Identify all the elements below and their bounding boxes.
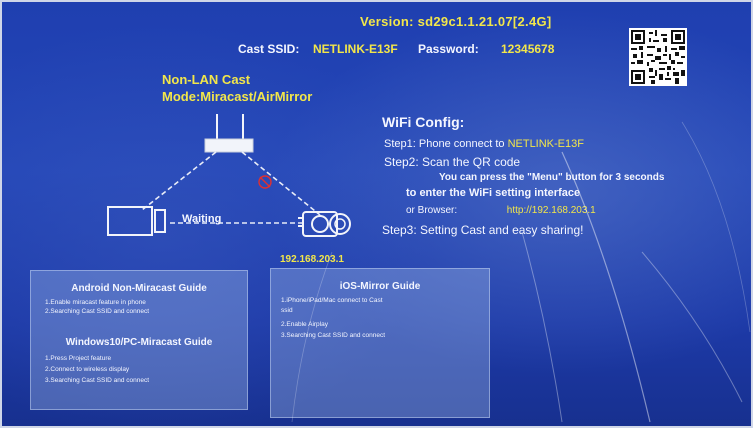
browser-url[interactable]: http://192.168.203.1	[506, 205, 596, 216]
android-guide-line: 1.Enable miracast feature in phone	[45, 299, 146, 306]
password-value: 12345678	[501, 42, 555, 56]
browser-line: or Browser: http://192.168.203.1	[406, 205, 596, 216]
cast-ssid-label: Cast SSID:	[238, 42, 300, 56]
browser-label: or Browser:	[406, 205, 458, 216]
android-guide-title: Android Non-Miracast Guide	[71, 283, 207, 294]
wifi-config-title: WiFi Config:	[382, 114, 465, 130]
ios-guide-line: ssid	[281, 307, 293, 314]
ios-guide-panel: iOS-Mirror Guide 1.iPhone/iPad/Mac conne…	[270, 268, 490, 418]
password-label: Password:	[418, 42, 479, 56]
step1-ssid: NETLINK-E13F	[507, 138, 584, 150]
windows-guide-line: 2.Connect to wireless display	[45, 366, 130, 373]
ios-guide-line: 1.iPhone/iPad/Mac connect to Cast	[281, 297, 383, 304]
step1-text: Phone connect to	[418, 138, 505, 150]
android-windows-guide-panel: Android Non-Miracast Guide 1.Enable mira…	[30, 270, 248, 410]
menu-hint: You can press the "Menu" button for 3 se…	[439, 172, 665, 183]
windows-guide-title: Windows10/PC-Miracast Guide	[65, 337, 213, 348]
ios-guide-title: iOS-Mirror Guide	[339, 281, 421, 292]
step3-line: Step3: Setting Cast and easy sharing!	[382, 223, 584, 237]
ios-guide-line: 3.Searching Cast SSID and connect	[281, 332, 386, 339]
firmware-version: Version: sd29c1.1.21.07[2.4G]	[360, 14, 552, 29]
step2-line: Step2: Scan the QR code	[384, 155, 521, 169]
ios-guide-line: 2.Enable Airplay	[281, 321, 328, 328]
windows-guide-line: 3.Searching Cast SSID and connect	[45, 377, 150, 384]
step1-line: Step1: Phone connect to NETLINK-E13F	[384, 138, 584, 150]
android-guide-line: 2.Searching Cast SSID and connect	[45, 308, 150, 315]
device-ip: 192.168.203.1	[280, 254, 344, 265]
qr-code-icon[interactable]	[629, 28, 687, 86]
windows-guide-line: 1.Press Project feature	[45, 355, 112, 362]
waiting-status: Waiting	[182, 213, 222, 225]
step1-label: Step1:	[384, 138, 416, 150]
cast-ssid-value: NETLINK-E13F	[313, 42, 398, 56]
mode-subtitle: Mode:Miracast/AirMirror	[162, 89, 313, 104]
mode-title: Non-LAN Cast	[162, 72, 251, 87]
enter-wifi-hint: to enter the WiFi setting interface	[406, 187, 581, 199]
